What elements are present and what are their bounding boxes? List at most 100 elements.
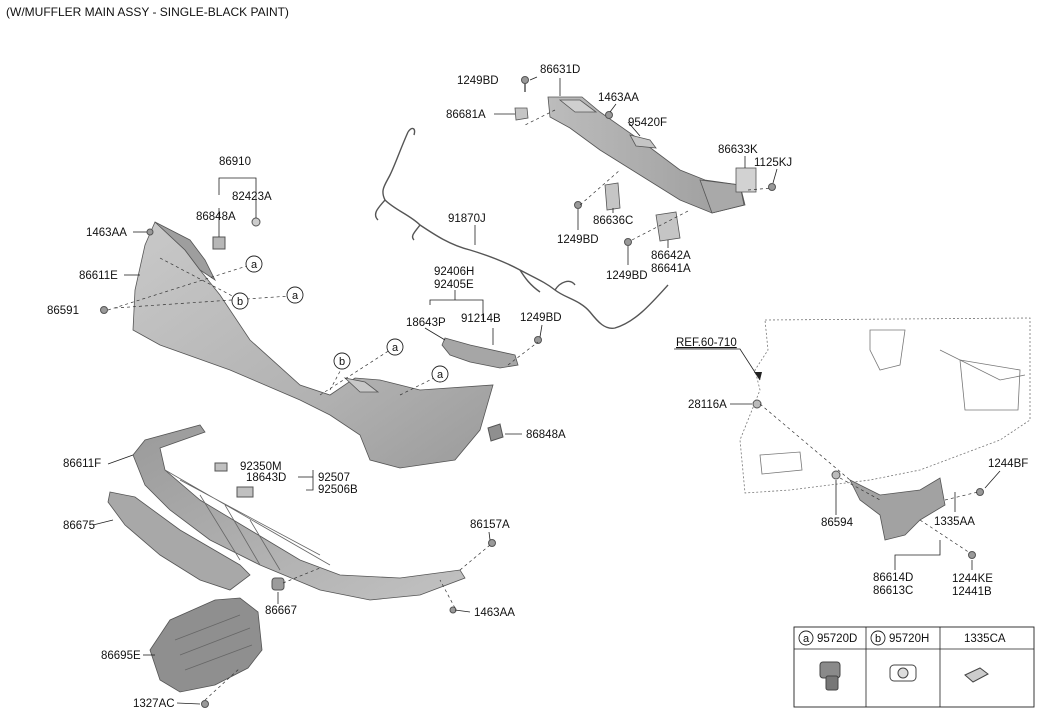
part-labels: 86631D 1249BD 1463AA 86681A 95420F 86633… (47, 64, 1028, 710)
label-86636c: 86636C (593, 215, 633, 227)
diagram-title: (W/MUFFLER MAIN ASSY - SINGLE-BLACK PAIN… (6, 5, 289, 19)
rear-beam (547, 96, 746, 214)
label-1249bd-right: 1249BD (520, 312, 562, 324)
screw-86591 (100, 306, 108, 314)
callout-circles: a b a b a a (231, 255, 449, 383)
label-1335aa: 1335AA (934, 516, 975, 528)
label-91214b: 91214B (461, 313, 501, 325)
label-18643d: 18643D (246, 472, 286, 484)
label-86611e: 86611E (79, 270, 118, 282)
label-1249bd-low: 1249BD (606, 270, 648, 282)
label-92406h: 92406H (434, 266, 474, 278)
legend-cell-a: a 95720D (798, 630, 857, 691)
nut-1463aa-top (605, 111, 613, 119)
label-92350m: 92350M (240, 461, 282, 473)
nut-86594 (831, 470, 841, 480)
label-86681a: 86681A (446, 109, 486, 121)
sensor-95720d-icon (819, 661, 841, 691)
label-92506b: 92506B (318, 484, 358, 496)
label-1327ac: 1327AC (133, 698, 175, 710)
label-86848a-right: 86848A (526, 429, 566, 441)
legend-code-95720h: 95720H (889, 633, 929, 645)
screw-1244bf (976, 488, 984, 496)
label-86157a: 86157A (470, 519, 510, 531)
label-12441b: 12441B (952, 586, 992, 598)
callout-b-2: b (333, 352, 351, 370)
callout-a-4: a (431, 365, 449, 383)
label-86611f: 86611F (63, 458, 101, 470)
screw-1125kj (768, 183, 776, 191)
svg-text:b: b (237, 296, 243, 308)
lamp-92350m (214, 462, 228, 472)
label-86641a: 86641A (651, 263, 691, 275)
label-1249bd-top: 1249BD (457, 75, 499, 87)
clip-28116a (752, 399, 762, 409)
bumper-cover-86611e (132, 221, 494, 469)
legend-table: a 95720D b 95720H 1335CA (793, 626, 1035, 708)
label-86695e: 86695E (101, 650, 141, 662)
legend-cell-1335ca: 1335CA (964, 633, 1006, 683)
assembly-lines (107, 109, 979, 701)
label-1463aa-bot: 1463AA (474, 607, 515, 619)
svg-text:a: a (392, 342, 399, 354)
label-86848a-top: 86848A (196, 211, 236, 223)
label-86633k: 86633K (718, 144, 758, 156)
svg-text:a: a (292, 290, 299, 302)
bracket-95420f (629, 134, 657, 149)
pad-86633k (735, 167, 757, 193)
label-86667: 86667 (265, 605, 297, 617)
label-86642a: 86642A (651, 250, 691, 262)
svg-text:a: a (437, 369, 444, 381)
nut-1463aa-left (146, 228, 154, 236)
label-92405e: 92405E (434, 279, 474, 291)
callout-a-2: a (286, 286, 304, 304)
leader-lines (92, 76, 1001, 705)
screw-1244ke (968, 551, 976, 559)
label-82423a: 82423A (232, 191, 272, 203)
garnish-86675 (107, 491, 251, 591)
label-86910: 86910 (219, 156, 251, 168)
label-ref-60-710: REF.60-710 (676, 337, 737, 349)
callout-a-1: a (245, 255, 263, 273)
legend-code-95720d: 95720D (817, 633, 857, 645)
legend-cell-b: b 95720H (870, 630, 929, 682)
grommet-86848a-right (487, 423, 504, 442)
label-28116a: 28116A (688, 399, 727, 411)
label-86594: 86594 (821, 517, 854, 529)
callout-a-3: a (386, 338, 404, 356)
svg-text:a: a (251, 259, 258, 271)
label-1244bf: 1244BF (988, 458, 1028, 470)
label-18643p: 18643P (406, 317, 446, 329)
label-95420f: 95420F (628, 117, 667, 129)
undercover-86695e (149, 597, 263, 693)
wiring-harness-91870j (374, 127, 669, 329)
sensor-95720h-icon (889, 664, 917, 682)
clip-86848a-top (212, 236, 226, 250)
label-1125kj: 1125KJ (754, 157, 792, 169)
screw-1249bd-mid (574, 201, 582, 209)
callout-b-1: b (231, 292, 249, 310)
svg-text:b: b (875, 633, 881, 645)
lower-cover-86611f (132, 424, 466, 601)
label-86631d: 86631D (540, 64, 580, 76)
label-92507: 92507 (318, 472, 350, 484)
label-1463aa-top: 1463AA (598, 92, 639, 104)
label-1463aa-left: 1463AA (86, 227, 127, 239)
reflector-92405e (441, 337, 519, 369)
side-bracket-86614d (849, 477, 946, 541)
clip-82423a (251, 217, 261, 227)
label-86614d: 86614D (873, 572, 913, 584)
label-1244ke: 1244KE (952, 573, 993, 585)
bracket-92507 (236, 486, 254, 498)
bracket-86642a (655, 211, 681, 242)
legend-code-1335ca: 1335CA (964, 633, 1006, 645)
label-86591: 86591 (47, 305, 79, 317)
bracket-86636c (604, 182, 621, 211)
clip-1335ca-icon (964, 667, 989, 683)
label-86613c: 86613C (873, 585, 913, 597)
screw-1249bd-low (624, 238, 632, 246)
svg-text:b: b (339, 356, 345, 368)
cap-86667 (271, 577, 285, 591)
label-1249bd-mid: 1249BD (557, 234, 599, 246)
